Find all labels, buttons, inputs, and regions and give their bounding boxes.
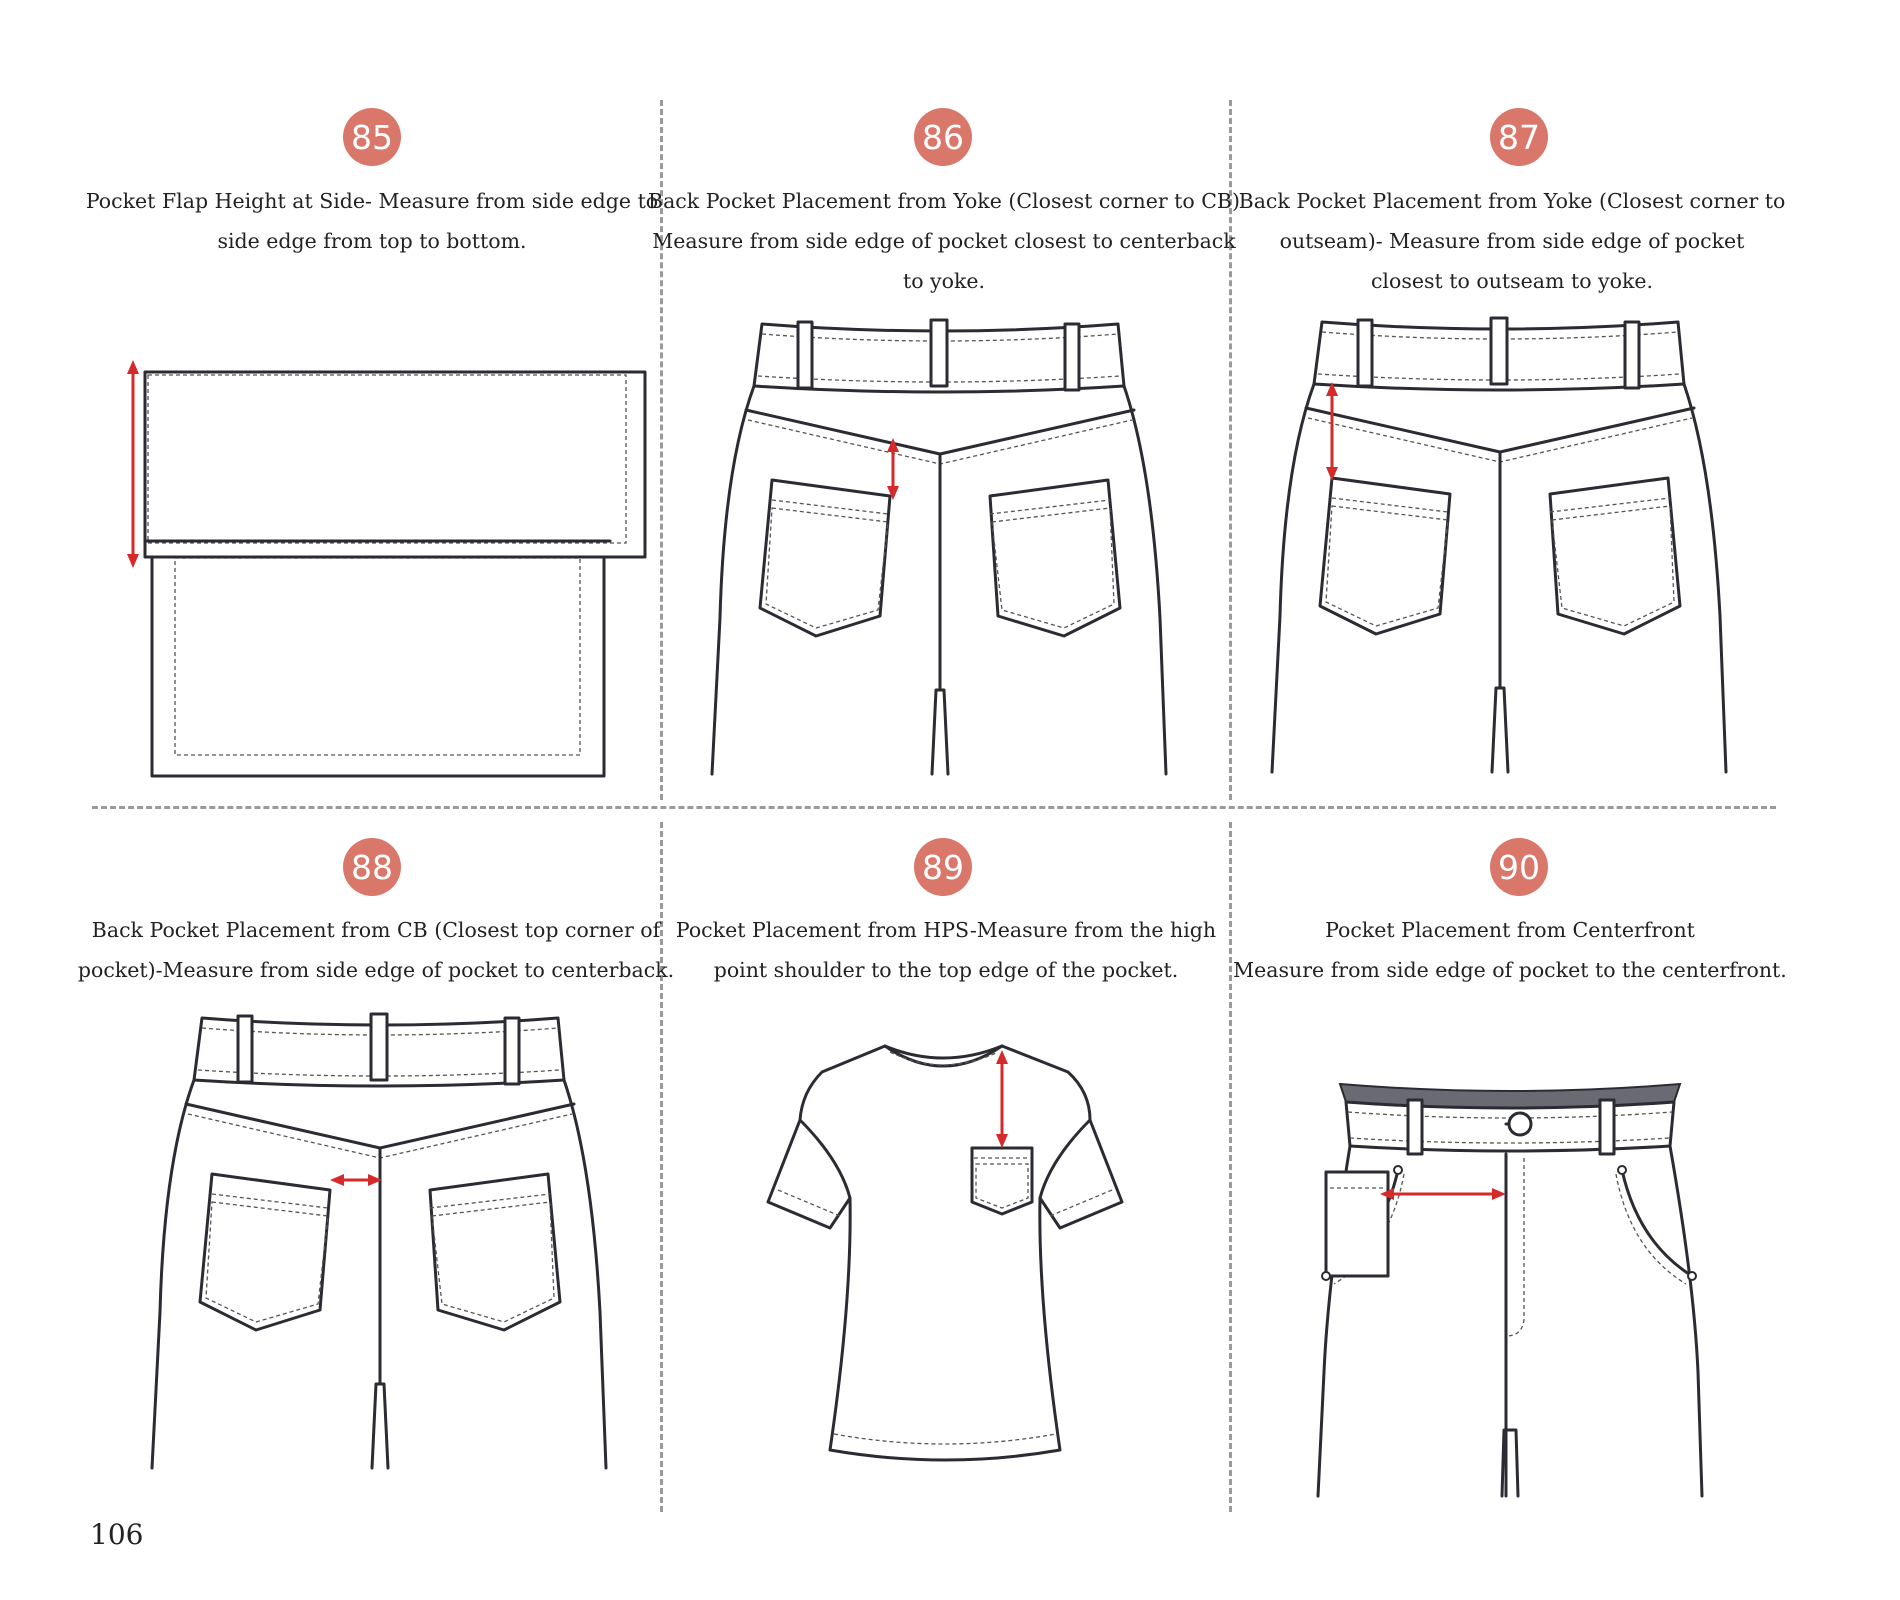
step-badge: 85 <box>343 108 401 166</box>
step-caption: Back Pocket Placement from Yoke (Closest… <box>1238 189 1786 293</box>
step-caption: Pocket Placement from Centerfront Measur… <box>1233 918 1787 982</box>
step-badge: 86 <box>914 108 972 166</box>
column-divider-2 <box>1229 100 1232 800</box>
jeans-front-figure <box>1316 1082 1704 1498</box>
step-badge: 89 <box>914 838 972 896</box>
step-caption: Back Pocket Placement from CB (Closest t… <box>77 918 675 982</box>
step-caption: Pocket Flap Height at Side- Measure from… <box>85 189 659 253</box>
jeans-back-figure <box>150 1012 608 1470</box>
column-divider-3 <box>660 822 663 1512</box>
step-badge: 87 <box>1490 108 1548 166</box>
step-caption: Back Pocket Placement from Yoke (Closest… <box>648 189 1240 293</box>
t-shirt-figure <box>766 1044 1124 1462</box>
column-divider-4 <box>1229 822 1232 1512</box>
jeans-back-figure <box>710 318 1168 776</box>
jeans-back-figure <box>1270 316 1728 774</box>
column-divider-1 <box>660 100 663 800</box>
pocket-flap-figure <box>127 360 647 778</box>
step-badge: 88 <box>343 838 401 896</box>
page-number: 106 <box>90 1518 144 1551</box>
step-badge: 90 <box>1490 838 1548 896</box>
step-caption: Pocket Placement from HPS-Measure from t… <box>675 918 1217 982</box>
row-divider <box>92 806 1776 809</box>
